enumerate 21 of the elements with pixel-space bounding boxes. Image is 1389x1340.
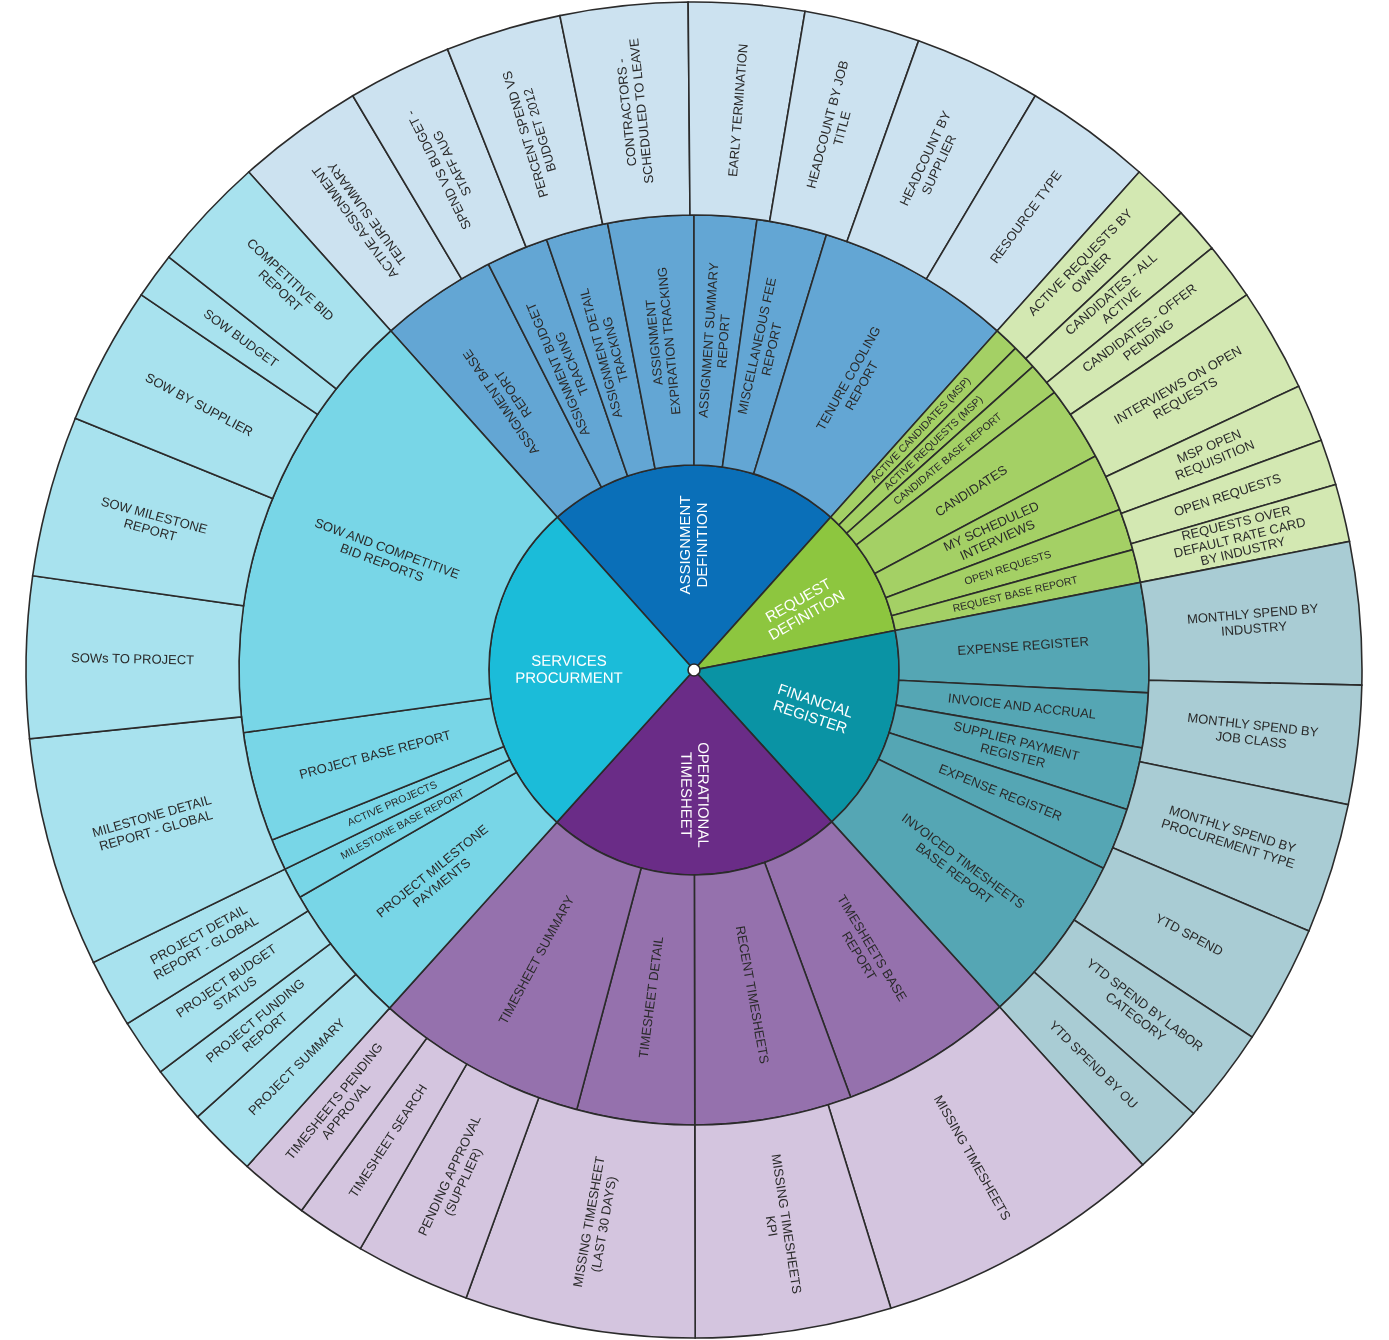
segment-label: EARLY TERMINATION <box>725 43 751 178</box>
segment-label: OPERATIONAL TIMESHEET <box>677 741 712 850</box>
report-segment <box>687 1 806 223</box>
segment-label: TIMESHEET DETAIL <box>636 935 667 1059</box>
report-segment <box>1138 679 1363 806</box>
segment-label: CONTRACTORS - SCHEDULED TO LEAVE <box>612 36 658 187</box>
segment-label: SOWs TO PROJECT <box>70 650 195 668</box>
segment-label: MONTHLY SPEND BY INDUSTRY <box>1185 601 1320 641</box>
segment-label: ASSIGNMENT DEFINITION <box>677 494 711 597</box>
segment-label: EXPENSE REGISTER <box>957 634 1090 659</box>
segment-label: INVOICE AND ACCRUAL <box>947 691 1097 722</box>
segment-label: MONTHLY SPEND BY JOB CLASS <box>1185 710 1321 754</box>
segment-label: MISSING TIMESHEETS KPI <box>761 1151 804 1297</box>
report-segment <box>694 1104 892 1339</box>
segment-label: ASSIGNMENT SUMMARY REPORT <box>696 261 734 421</box>
report-segment <box>575 867 696 1126</box>
report-segment <box>559 1 691 226</box>
segment-label: SERVICES PROCURMENT <box>514 652 624 687</box>
report-segment <box>25 574 245 740</box>
segment-label: MISSING TIMESHEET (LAST 30 DAYS) <box>569 1154 621 1291</box>
segment-label: ASSIGNMENT EXPIRATION TRACKING <box>641 265 685 418</box>
